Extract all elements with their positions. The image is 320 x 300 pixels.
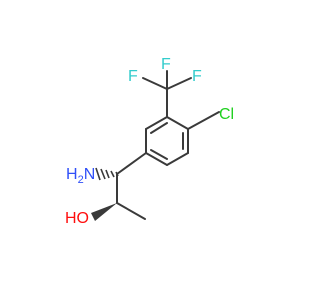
atom-label-nh2-sub: 2 [78, 174, 84, 186]
ring-bond [145, 152, 168, 166]
bond-c-f-left [142, 77, 168, 90]
atom-label-nh2-n: N [84, 166, 96, 183]
bond-ring-cl [187, 111, 220, 130]
ring-bond [166, 116, 189, 130]
ring-double-bond [150, 149, 168, 160]
solid-wedge-bond [91, 203, 117, 221]
atom-label-oh: HO [65, 210, 89, 227]
bond-ring-c1 [116, 152, 147, 175]
atom-label-nh2-h: H [66, 166, 78, 183]
atom-label-nh2: H2N [66, 166, 95, 186]
atom-label-f3: F [192, 68, 202, 85]
ring-double-bond [150, 122, 168, 134]
molecule-svg: F F F Cl H2N HO [65, 56, 234, 227]
atom-label-f1: F [161, 56, 171, 73]
bond-c-f-right [166, 77, 192, 90]
atom-label-cl: Cl [219, 106, 234, 123]
bond-c2-ch3 [116, 202, 146, 220]
atom-label-f2: F [128, 68, 138, 85]
ring-bond [166, 152, 189, 166]
molecule-structure-canvas: F F F Cl H2N HO [65, 56, 235, 227]
bonds [116, 70, 220, 220]
ring-bond [145, 116, 168, 130]
hashed-wedge-bond [95, 167, 119, 181]
